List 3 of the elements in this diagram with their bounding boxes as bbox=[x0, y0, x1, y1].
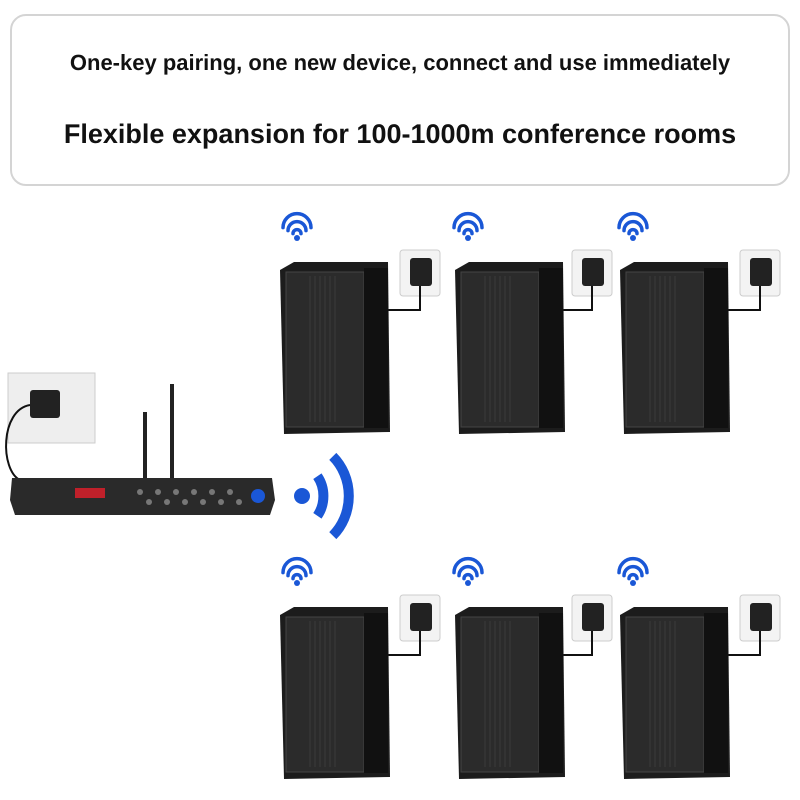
headline: One-key pairing, one new device, connect and use immediately bbox=[70, 50, 730, 76]
caption-panel bbox=[10, 14, 790, 186]
headline: Flexible expansion for 100-1000m conference rooms bbox=[64, 119, 736, 150]
